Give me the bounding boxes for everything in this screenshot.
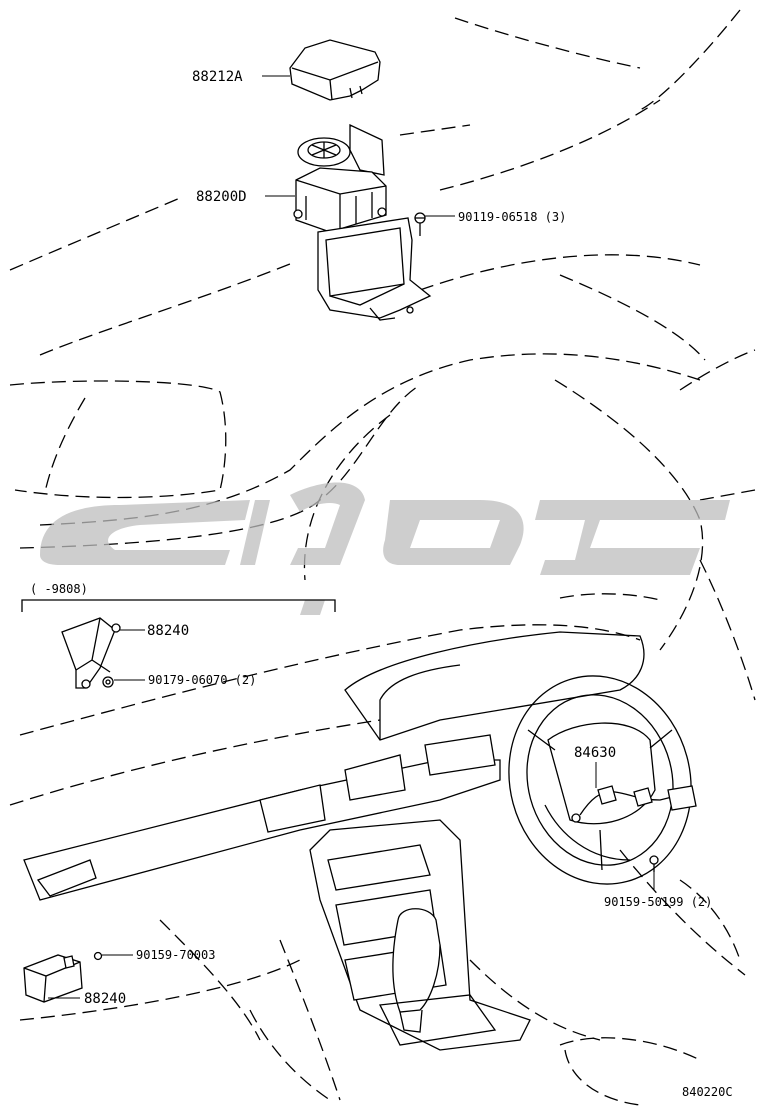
- label-90119-06518: 90119-06518 (3): [458, 210, 566, 224]
- dashboard: [23, 631, 645, 1051]
- actuator-88200d: [265, 123, 432, 321]
- label-90159-50199: 90159-50199 (2): [604, 895, 712, 909]
- label-84630: 84630: [574, 745, 616, 761]
- screw-90159-50199: [649, 855, 659, 890]
- label-90179-06070: 90179-06070 (2): [148, 673, 256, 687]
- cover-88212a: [262, 39, 381, 101]
- watermark-logo: [40, 482, 730, 615]
- date-range-bracket: [21, 599, 336, 612]
- bolt-90119: [414, 212, 455, 236]
- spiral-cable-84630: [571, 762, 697, 823]
- label-90159-70003: 90159-70003: [136, 948, 215, 962]
- nut-90179: [102, 676, 145, 688]
- screw-90159-70003: [93, 951, 133, 961]
- bracket-88240-top: [61, 617, 145, 689]
- drawing-number: 840220C: [682, 1085, 733, 1099]
- module-88240-bottom: [23, 954, 83, 1003]
- label-88212a: 88212A: [192, 69, 243, 85]
- label-88240-bottom: 88240: [84, 991, 126, 1007]
- label-88240-top: 88240: [147, 623, 189, 639]
- steering-wheel: [508, 675, 692, 885]
- label-88200d: 88200D: [196, 189, 247, 205]
- date-range-label: ( -9808): [30, 582, 88, 596]
